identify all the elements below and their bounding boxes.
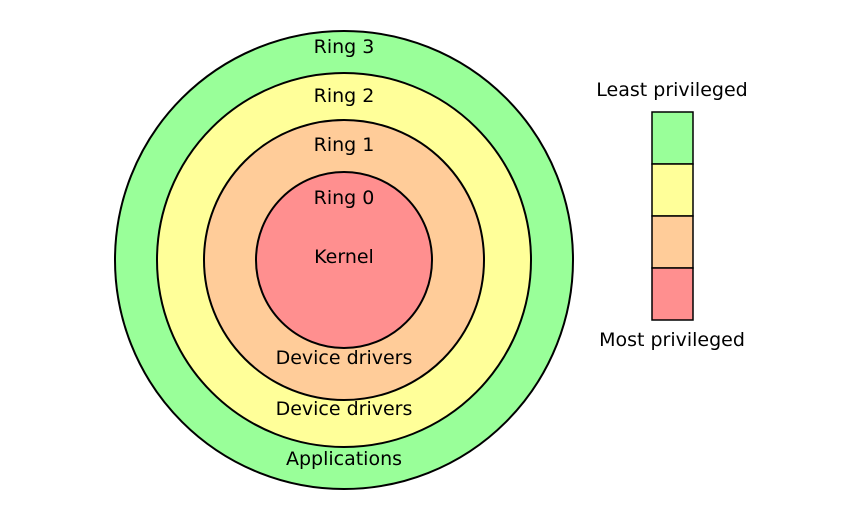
ring-2-label: Ring 2	[314, 85, 375, 107]
privilege-legend: Least privileged Most privileged	[596, 79, 747, 351]
ring-1-label: Ring 1	[314, 134, 375, 156]
legend-top-label: Least privileged	[596, 79, 747, 101]
ring-3-label: Ring 3	[314, 36, 375, 58]
legend-swatch-ring-1	[651, 215, 694, 269]
ring-labels: Ring 3 Ring 2 Ring 1 Ring 0 Kernel Devic…	[276, 36, 413, 470]
ring-3-content: Applications	[286, 448, 402, 470]
ring-0-content: Kernel	[314, 246, 374, 268]
legend-swatch-ring-2	[651, 163, 694, 217]
legend-swatch-ring-3	[651, 111, 694, 165]
legend-bottom-label: Most privileged	[599, 329, 745, 351]
rings-group	[114, 30, 574, 490]
ring-0-label: Ring 0	[314, 187, 375, 209]
ring-0-circle	[255, 171, 433, 349]
ring-2-content: Device drivers	[276, 398, 413, 420]
ring-1-content: Device drivers	[276, 347, 413, 369]
legend-swatch-ring-0	[651, 267, 694, 321]
